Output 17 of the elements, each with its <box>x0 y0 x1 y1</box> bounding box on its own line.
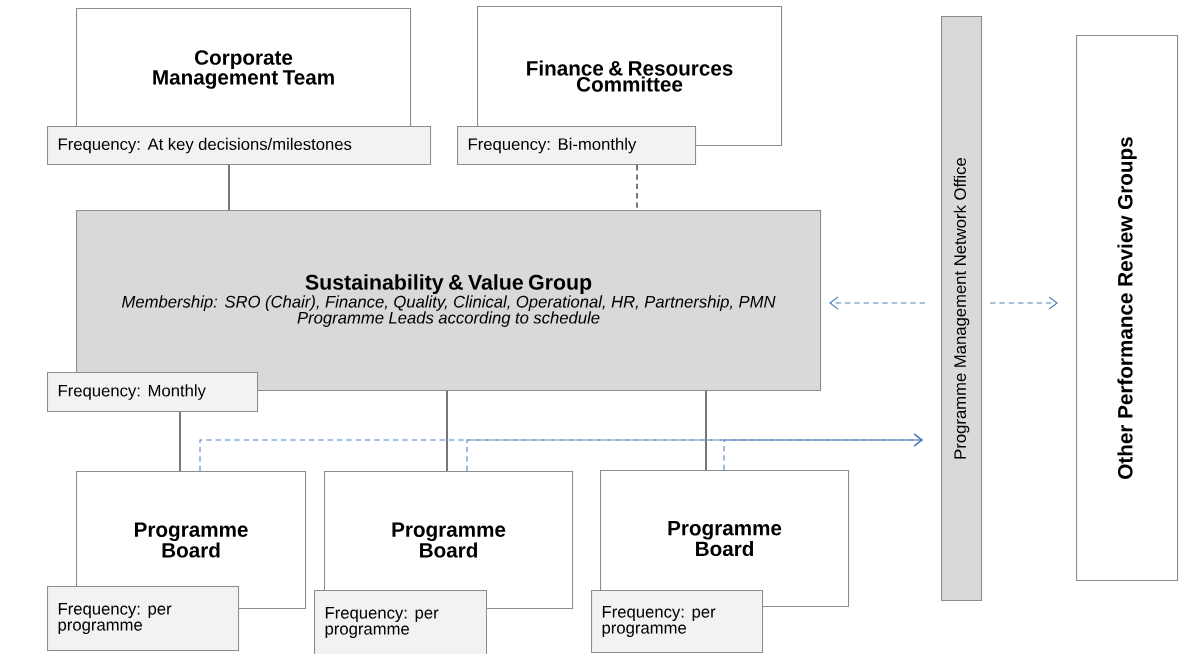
frequency-tag: Frequency: per programme <box>314 590 488 654</box>
frequency-tag: Frequency: Monthly <box>47 372 259 413</box>
committee-box: Corporate Management Team <box>76 8 412 132</box>
frequency-tag: Frequency: per programme <box>591 590 764 654</box>
frequency-tag: Frequency: At key decisions/milestones <box>47 126 432 166</box>
frequency-tag: Frequency: per programme <box>47 586 240 652</box>
connector-line <box>179 411 181 472</box>
connector-line <box>829 296 926 310</box>
connector-line <box>636 164 638 211</box>
frequency-tag: Frequency: Bi-monthly <box>457 126 697 166</box>
office-bar: Programme Management Network Office <box>941 16 983 602</box>
review-groups-box: Other Performance Review Groups <box>1076 35 1179 582</box>
connector-line <box>989 296 1058 310</box>
connector-line <box>228 164 230 211</box>
connector-line <box>705 390 707 471</box>
connector-line <box>723 433 923 471</box>
connector-line <box>446 390 448 472</box>
